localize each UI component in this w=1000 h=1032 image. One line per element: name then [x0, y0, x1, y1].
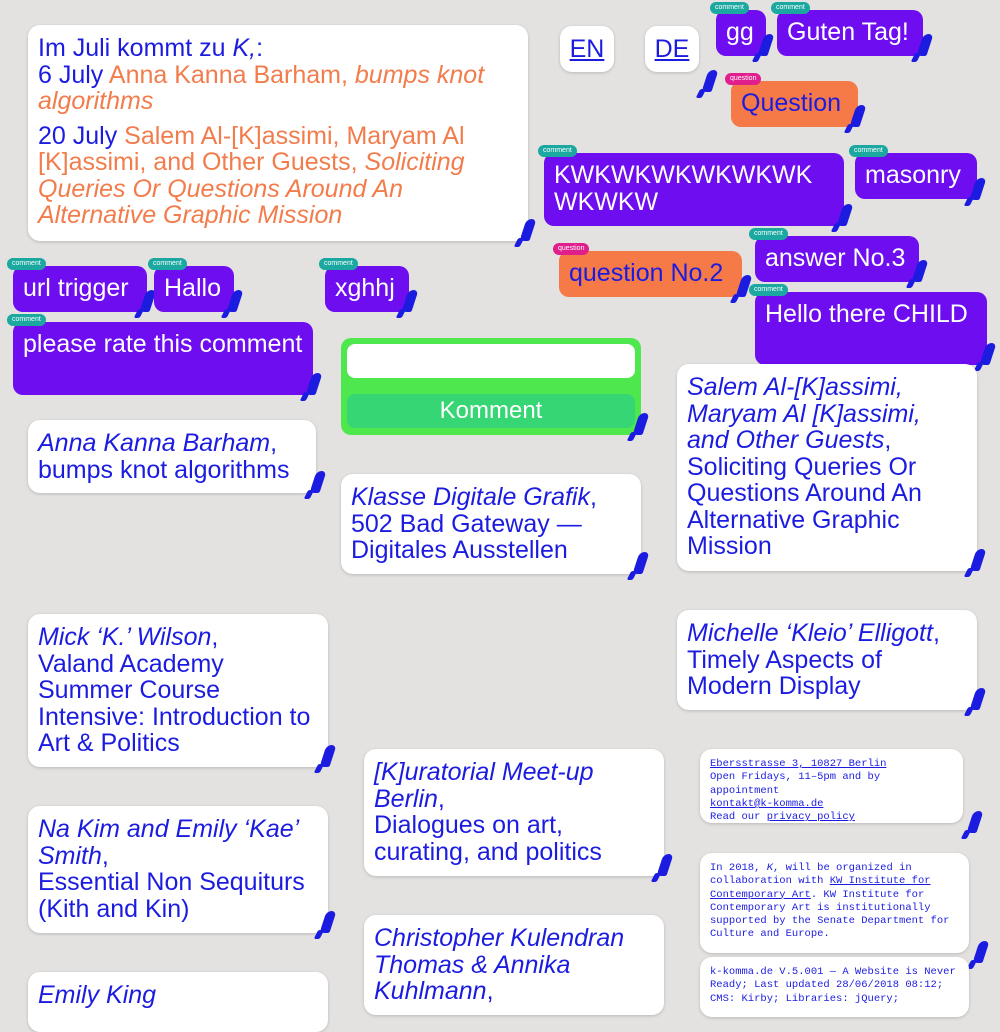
lang-de-button[interactable]: DE	[645, 26, 699, 72]
comment-tag: comment	[319, 258, 358, 270]
event-date: 6 July	[38, 60, 104, 89]
comment-bubble[interactable]: comment masonry	[849, 145, 977, 199]
version-text: k-komma.de V.5.001 — A Website is Never …	[710, 966, 956, 1005]
event-card-artist: Anna Kanna Barham	[38, 429, 271, 457]
comment-bubble[interactable]: comment gg	[710, 2, 766, 56]
event-card-artist: Na Kim and Emily ‘Kae’ Smith	[38, 815, 298, 870]
event-card-title: 502 Bad Gateway — Digitales Ausstellen	[351, 509, 582, 564]
event-card-artist: Klasse Digitale Grafik	[351, 483, 590, 511]
event-card-artist: Emily King	[38, 981, 157, 1009]
kw-institute-link[interactable]: KW Institute for Contemporary Art	[710, 875, 931, 901]
event-card[interactable]: Mick ‘K.’ Wilson, Valand Academy Summer …	[28, 614, 328, 767]
event-card[interactable]: Klasse Digitale Grafik, 502 Bad Gateway …	[341, 474, 641, 574]
email-link[interactable]: kontakt@k-komma.de	[710, 797, 824, 810]
comment-bubble[interactable]: comment url trigger	[7, 258, 147, 312]
version-card: k-komma.de V.5.001 — A Website is Never …	[700, 957, 969, 1017]
comment-bubble[interactable]: comment please rate this comment	[7, 314, 313, 395]
about-card: In 2018, K, will be organized in collabo…	[700, 853, 969, 953]
comment-input[interactable]	[347, 344, 635, 378]
comment-tag: comment	[849, 145, 888, 157]
event-card-title: Soliciting Queries Or Questions Around A…	[687, 452, 922, 560]
announcement-event-2[interactable]: 20 July Salem Al-[K]assimi, Maryam Al [K…	[38, 121, 518, 229]
question-bubble[interactable]: question question No.2	[553, 243, 742, 297]
comment-tag: comment	[710, 2, 749, 14]
comment-tag: comment	[7, 258, 46, 270]
event-artist: Salem Al-[K]assimi, Maryam Al [K]assimi,…	[38, 121, 465, 176]
event-date: 20 July	[38, 121, 118, 150]
comment-tag: comment	[749, 284, 788, 296]
event-card-title: bumps knot algorithms	[38, 455, 290, 484]
privacy-policy-link[interactable]: privacy policy	[766, 811, 855, 824]
opening-hours: Open Fridays, 11–5pm and by appointment	[710, 771, 881, 797]
event-title: bumps knot algorithms	[38, 60, 485, 115]
comment-tag: comment	[771, 2, 810, 14]
announcement-event-1[interactable]: 6 July Anna Kanna Barham, bumps knot alg…	[38, 60, 518, 115]
comment-bubble[interactable]: comment Hallo	[148, 258, 234, 312]
event-card[interactable]: Michelle ‘Kleio’ Elligott, Timely Aspect…	[677, 610, 977, 710]
event-card-title: Timely Aspects of Modern Display	[687, 645, 882, 700]
question-tag: question	[725, 73, 762, 85]
comma-icon	[701, 70, 719, 92]
event-card-artist: [K]uratorial Meet-up Berlin	[374, 758, 594, 813]
comment-bubble[interactable]: comment KWKWKWKWKWKWK WKWKW	[538, 145, 844, 226]
comment-bubble[interactable]: comment xghhj	[319, 258, 409, 312]
comment-bubble[interactable]: comment Guten Tag!	[771, 2, 923, 56]
comment-tag: comment	[538, 145, 577, 157]
comment-tag: comment	[749, 228, 788, 240]
event-card[interactable]: Salem Al-[K]assimi, Maryam Al [K]assimi,…	[677, 364, 977, 571]
comment-bubble[interactable]: comment Hello there CHILD	[749, 284, 987, 365]
event-card-artist: Mick ‘K.’ Wilson	[38, 623, 212, 651]
comment-bubble[interactable]: comment answer No.3	[749, 228, 919, 282]
lang-en-button[interactable]: EN	[560, 26, 614, 72]
event-card-artist: Salem Al-[K]assimi, Maryam Al [K]assimi,…	[687, 373, 921, 454]
address-link[interactable]: Ebersstrasse 3, 10827 Berlin	[710, 758, 887, 770]
comma-icon	[966, 811, 984, 833]
event-card[interactable]: Emily King	[28, 972, 328, 1032]
contact-info-card: Ebersstrasse 3, 10827 Berlin Open Friday…	[700, 749, 963, 823]
announcement-card: Im Juli kommt zu K,: 6 July Anna Kanna B…	[28, 25, 528, 241]
event-card-artist: Michelle ‘Kleio’ Elligott	[687, 619, 933, 647]
komment-button[interactable]: Komment	[347, 394, 635, 428]
comment-tag: comment	[7, 314, 46, 326]
event-artist: Anna Kanna Barham,	[108, 60, 348, 89]
event-card[interactable]: [K]uratorial Meet-up Berlin, Dialogues o…	[364, 749, 664, 876]
event-card[interactable]: Na Kim and Emily ‘Kae’ Smith, Essential …	[28, 806, 328, 933]
event-card-artist: Christopher Kulendran Thomas & Annika Ku…	[374, 924, 625, 1005]
comma-icon	[972, 941, 990, 963]
question-bubble[interactable]: question Question	[725, 73, 858, 127]
event-card-title: Dialogues on art, curating, and politics	[374, 811, 602, 866]
event-card-title: Essential Non Sequiturs (Kith and Kin)	[38, 868, 305, 923]
event-card-title: Valand Academy Summer Course Intensive: …	[38, 649, 311, 757]
announcement-intro: Im Juli kommt zu K,:	[38, 34, 264, 62]
comment-tag: comment	[148, 258, 187, 270]
event-title: Soliciting Queries Or Questions Around A…	[38, 148, 465, 229]
question-tag: question	[553, 243, 590, 255]
comment-form: Komment	[341, 338, 641, 435]
event-card[interactable]: Christopher Kulendran Thomas & Annika Ku…	[364, 915, 664, 1015]
event-card[interactable]: Anna Kanna Barham, bumps knot algorithms	[28, 420, 316, 493]
